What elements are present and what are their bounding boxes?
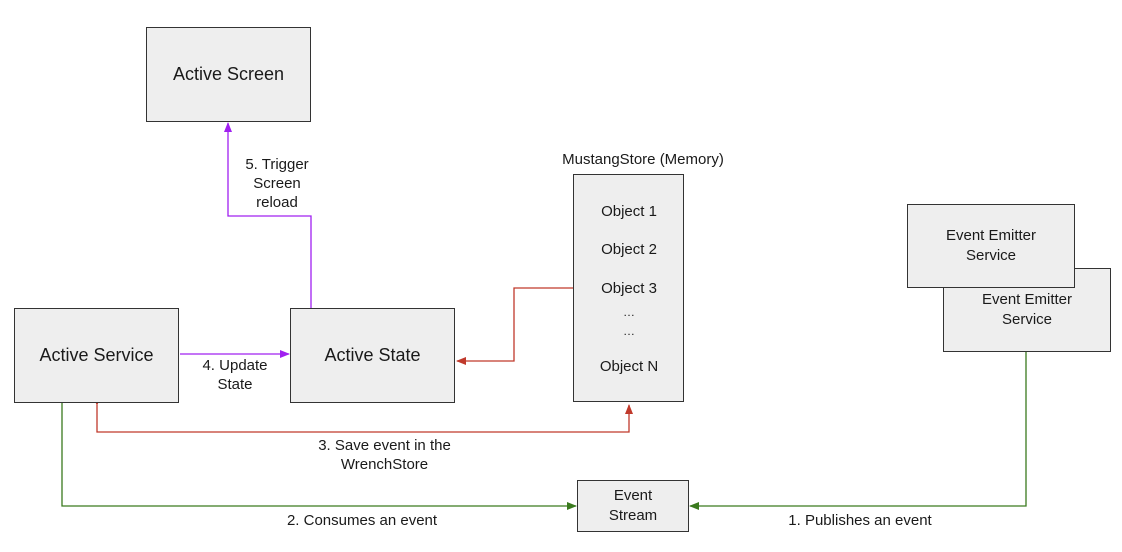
active-service-box: Active Service — [14, 308, 179, 403]
store-object-n: Object N — [599, 358, 659, 375]
edge-store-to-state — [456, 287, 573, 365]
active-screen-box: Active Screen — [146, 27, 311, 122]
event-emitter-back-label: Event Emitter Service — [981, 291, 1073, 328]
event-stream-box: Event Stream — [577, 480, 689, 532]
edge-consumes — [61, 403, 577, 510]
store-ellipsis-1: … — [623, 305, 635, 319]
event-emitter-front-label: Event Emitter Service — [945, 227, 1037, 264]
event-emitter-service-front: Event Emitter Service — [907, 204, 1075, 288]
edge-trigger-reload — [224, 122, 312, 309]
label-step-1: 1. Publishes an event — [788, 512, 932, 529]
label-step-4: 4. Update State — [202, 357, 268, 393]
label-step-5: 5. Trigger Screen reload — [238, 155, 316, 212]
store-ellipsis-2: … — [623, 324, 635, 338]
edge-publishes — [689, 352, 1027, 510]
label-step-3: 3. Save event in the WrenchStore — [318, 437, 451, 473]
event-stream-label: Event Stream — [608, 487, 658, 524]
active-state-label: Active State — [324, 345, 421, 365]
active-state-box: Active State — [290, 308, 455, 403]
label-step-2: 2. Consumes an event — [286, 512, 438, 529]
mustang-store-box: Object 1 Object 2 Object 3 … … Object N — [573, 174, 684, 402]
store-object-2: Object 2 — [601, 241, 657, 258]
edge-save-event — [93, 396, 633, 433]
store-object-1: Object 1 — [601, 203, 657, 220]
active-service-label: Active Service — [39, 345, 154, 365]
active-screen-label: Active Screen — [172, 64, 285, 84]
store-title: MustangStore (Memory) — [562, 151, 724, 168]
store-object-3: Object 3 — [601, 280, 657, 297]
